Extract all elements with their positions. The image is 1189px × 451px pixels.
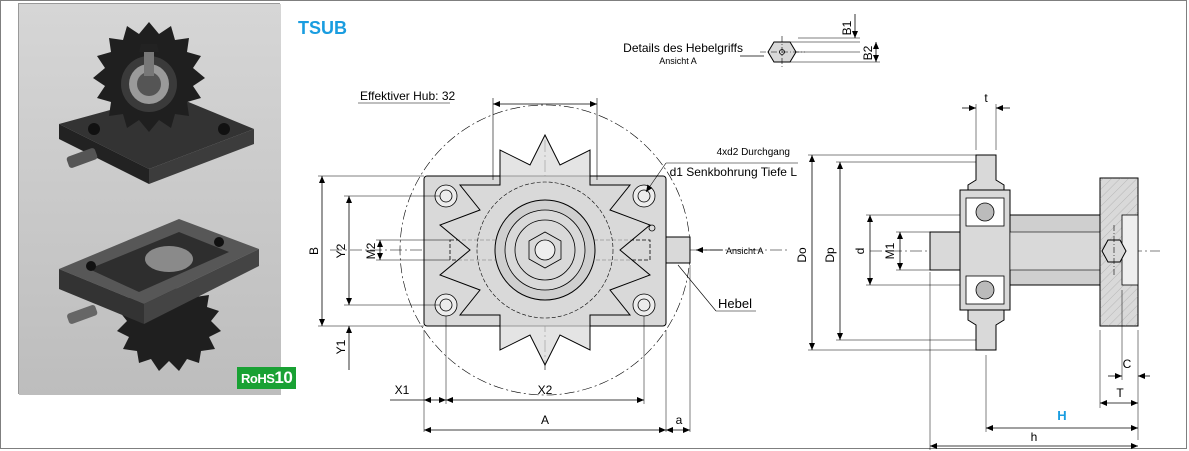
tensioner-photo-top: [59, 22, 254, 184]
dim-m2: M2: [364, 242, 378, 259]
dim-y1: Y1: [334, 339, 348, 354]
dim-a-lower: a: [676, 413, 683, 427]
dim-y2: Y2: [334, 243, 348, 258]
dim-t: t: [984, 91, 988, 105]
side-view: t Do Dp d M1 C T H h: [795, 91, 1160, 450]
dim-do: Do: [795, 247, 809, 263]
lever-label: Hebel: [718, 296, 752, 311]
hole-callout-1: 4xd2 Durchgang: [717, 147, 790, 158]
dim-h-lower: h: [1031, 430, 1038, 444]
product-title: TSUB: [298, 18, 347, 38]
dim-t-upper: T: [1116, 386, 1124, 400]
dim-x1: X1: [395, 383, 410, 397]
view-a-label: Ansicht A: [726, 246, 764, 256]
lever-detail-sublabel: Ansicht A: [659, 56, 697, 66]
dim-m1: M1: [883, 242, 897, 259]
dim-a-upper: A: [541, 413, 549, 427]
hole-callout-2: d1 Senkbohrung Tiefe L: [670, 165, 798, 179]
dim-x2: X2: [538, 383, 553, 397]
effective-stroke-label: Effektiver Hub: 32: [360, 89, 455, 103]
product-photo: [19, 4, 281, 395]
dim-b2: B2: [861, 45, 875, 60]
rohs-badge: RoHS10: [237, 367, 297, 389]
product-photo-panel: RoHS10: [18, 3, 297, 395]
dim-h-upper: H: [1057, 408, 1066, 423]
dim-d: d: [853, 248, 867, 255]
tensioner-photo-bottom: [59, 219, 259, 371]
lever-detail-label: Details des Hebelgriffs: [623, 41, 743, 55]
dim-b: B: [307, 247, 321, 255]
dim-dp: Dp: [823, 247, 837, 263]
lever-detail: Details des Hebelgriffs Ansicht A B1 B2: [623, 14, 880, 68]
dim-b1: B1: [840, 20, 854, 35]
dim-c: C: [1123, 357, 1132, 371]
front-view: Effektiver Hub: 32 4xd2 Durchgang d1 Sen…: [307, 89, 798, 433]
